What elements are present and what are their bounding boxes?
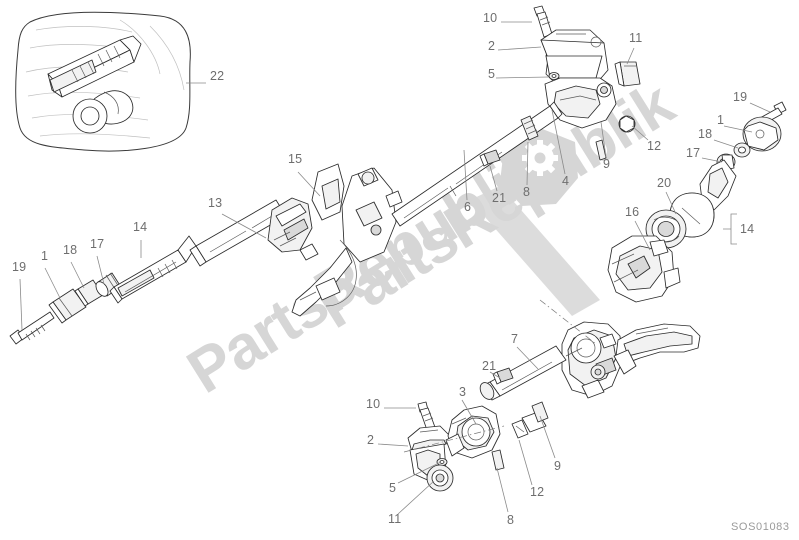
callout-11-upper: 11 [629,31,643,45]
pin-9-lower [531,401,549,423]
pin-8-lower [491,449,505,471]
callout-20-right: 20 [657,176,672,190]
riser-3 [403,405,505,459]
callout-12-lower: 12 [530,485,545,499]
callout-2-upper: 2 [488,39,496,53]
left-switch-block [267,197,319,261]
left-handlebar-assembly [9,163,403,345]
bar-end-weight-1 [48,288,87,324]
callout-1-right: 1 [717,113,725,127]
clip-21-upper [479,149,501,167]
right-switch-block-16 [607,235,681,303]
callout-17-left: 17 [90,237,105,251]
callout-17-right: 17 [686,146,701,160]
callout-10-lower: 10 [366,397,381,411]
callout-4-upper: 4 [562,174,570,188]
washer-18-right [733,142,751,158]
callout-6-upper: 6 [464,200,472,214]
bolt-19-left [9,311,55,345]
callout-9-lower: 9 [554,459,562,473]
upper-riser-clamp-assembly [391,5,641,227]
callout-21-upper: 21 [492,191,507,205]
handlebar-tube-13 [189,199,287,267]
callout-18-right: 18 [698,127,713,141]
bolt-10-upper [533,5,553,38]
master-cylinder-body [561,321,623,399]
brake-lever [613,323,701,375]
callout-10-upper: 10 [483,11,498,25]
handlebar-tube-7 [479,345,567,401]
callout-1-left: 1 [41,249,49,263]
callout-13: 13 [208,196,223,210]
bush-11 [614,61,641,87]
pin-8-upper [520,115,539,141]
brake-master-cylinder-assembly [539,299,701,399]
washer-5-lower [436,458,448,466]
inset-grip [47,35,142,98]
callout-5-lower: 5 [389,481,397,495]
handlebar-tube-6 [391,101,563,227]
callout-8-upper: 8 [523,185,531,199]
callout-22: 22 [210,69,225,83]
callout-18-left: 18 [63,243,78,257]
washer-5-upper [548,72,560,80]
callout-11-lower: 11 [388,512,402,526]
callout-2-lower: 2 [367,433,375,447]
callout-19-right: 19 [733,90,748,104]
lower-riser-clamp-assembly [403,345,567,492]
callout-9-upper: 9 [603,157,611,171]
callout-12-upper: 12 [647,139,662,153]
callout-5-upper: 5 [488,67,496,81]
upper-clamp-2 [540,29,609,85]
bearing-11 [426,464,454,492]
diagram-code: SOS01083 [731,521,790,533]
bush-12 [618,115,636,133]
callout-7-lower: 7 [511,332,519,346]
grip-detail-inset [15,11,191,152]
mirror-cap-1 [742,116,782,152]
callout-19-left: 19 [12,260,27,274]
lower-riser-4 [544,77,617,129]
callout-14-left: 14 [133,220,148,234]
callout-16-right: 16 [625,205,640,219]
grip-14-left [109,235,197,304]
callout-14-right: 14 [740,222,755,236]
callout-15: 15 [288,152,303,166]
switch-cover-15 [311,163,345,221]
callout-21-lower: 21 [482,359,497,373]
callout-8-lower: 8 [507,513,515,527]
clutch-lever-housing [291,167,403,317]
pin-9-upper [595,139,607,161]
inset-throttle [72,90,134,134]
callout-leaders [19,21,771,515]
callout-3-lower: 3 [459,385,467,399]
mirror-assembly-right [607,101,787,303]
